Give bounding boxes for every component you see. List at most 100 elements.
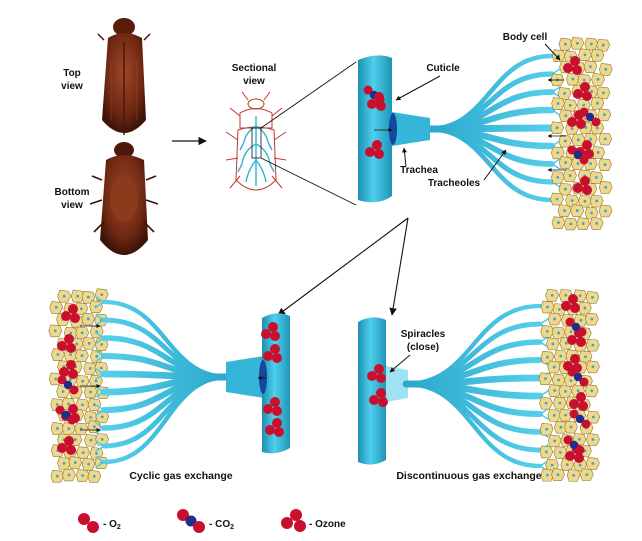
ozone-atom [261,329,271,339]
legend-ozone-label: - Ozone [309,519,346,530]
cell-nucleus [603,137,607,141]
spiracle-closed [386,366,408,402]
legend-o2-icon [78,513,99,533]
co2-oxygen-atom [579,107,589,117]
cell-nucleus [589,42,593,46]
tracheole-tip [539,336,549,348]
ozone-atom [272,418,282,428]
cell-nucleus [89,415,93,419]
legend: - O2 - CO2 - Ozone [78,509,346,533]
cell-nucleus [544,377,547,381]
discontinuous-gas-exchange-label: Discontinuous gas exchange [396,470,541,482]
ozone-atom [372,140,382,150]
cell-nucleus [553,389,557,392]
cell-nucleus [575,41,579,45]
cell-nucleus [553,317,557,321]
cell-nucleus [68,378,72,382]
top-view-label-line1: Top [63,68,81,79]
body-cells-top [550,36,613,231]
cell-nucleus [86,295,90,299]
co2-oxygen-atom [567,367,577,377]
cell-nucleus [602,113,606,117]
cell-nucleus [94,379,98,383]
co2-carbon-atom [573,150,583,160]
cell-nucleus [99,366,103,370]
beetle-top-photo [97,18,151,135]
cell-nucleus [544,401,548,405]
cell-nucleus [595,221,599,225]
cell-nucleus [583,306,587,310]
legend-ozone-icon [281,509,306,532]
cell-nucleus [569,379,573,383]
zoom-box [251,127,262,159]
trachea-neck-top [392,112,430,146]
ozone-atom [272,406,282,416]
tracheole-fan-discontinuous [402,300,549,472]
molecules-layer [55,56,601,463]
ozone-atom [270,397,280,407]
ozone-atom [582,140,592,150]
tracheole-tip [95,350,105,362]
trachea-label: Trachea [400,165,438,176]
ozone-atom [68,369,78,379]
cell-nucleus [564,42,567,46]
cell-nucleus [584,355,587,359]
cell-nucleus [591,438,595,441]
cell-nucleus [602,91,605,95]
ozone-atom [567,117,577,127]
cell-nucleus [62,461,66,465]
legend-co2-icon [177,509,205,533]
cell-nucleus [69,331,73,335]
ozone-atom [376,101,386,111]
cell-nucleus [100,415,104,419]
ozone-atom [572,65,582,75]
cell-nucleus [569,425,573,429]
cell-nucleus [55,403,59,406]
cell-nucleus [569,222,573,226]
cell-nucleus [544,450,548,454]
cell-nucleus [591,415,595,419]
cell-nucleus [564,161,568,164]
cell-nucleus [53,329,57,333]
ozone-atom [582,91,592,101]
cell-nucleus [89,390,93,394]
tracheole-tip [95,296,105,308]
cell-nucleus [572,473,576,477]
cell-nucleus [550,293,554,297]
cell-nucleus [564,293,568,297]
cell-nucleus [556,175,560,179]
cell-nucleus [79,307,83,311]
cell-nucleus [100,343,104,346]
cell-nucleus [93,403,96,407]
arrow-to-discontinuous [389,217,409,316]
co2-oxygen-atom [363,85,373,95]
cell-nucleus [576,389,580,393]
cell-nucleus [550,463,554,467]
cell-nucleus [79,427,83,431]
tracheole-fan-top [424,50,561,206]
cell-nucleus [56,353,60,356]
legend-o2-label: - O2 [103,519,121,531]
ozone-atom [365,147,375,157]
cell-nucleus [54,377,58,381]
sectional-tracheal-system [237,116,275,186]
ozone-atom [374,149,384,159]
cell-nucleus [95,451,98,455]
ozone-atom [573,183,583,193]
ozone-atom [578,401,588,411]
co2-carbon-atom [575,414,585,424]
body-cell-arrow [544,43,561,61]
tracheole-tip [551,158,561,170]
cell-nucleus [557,221,560,225]
cell-nucleus [604,185,608,189]
cell-nucleus [75,342,79,346]
trachea-tube-cyclic [262,313,290,454]
cell-nucleus [545,427,549,431]
cell-nucleus [546,473,549,477]
tracheole-fan-cyclic [95,296,232,468]
top-view-label-line2: view [61,81,83,92]
cell-nucleus [546,355,549,359]
cell-nucleus [582,103,586,107]
body-cells-discontinuous [538,288,601,482]
